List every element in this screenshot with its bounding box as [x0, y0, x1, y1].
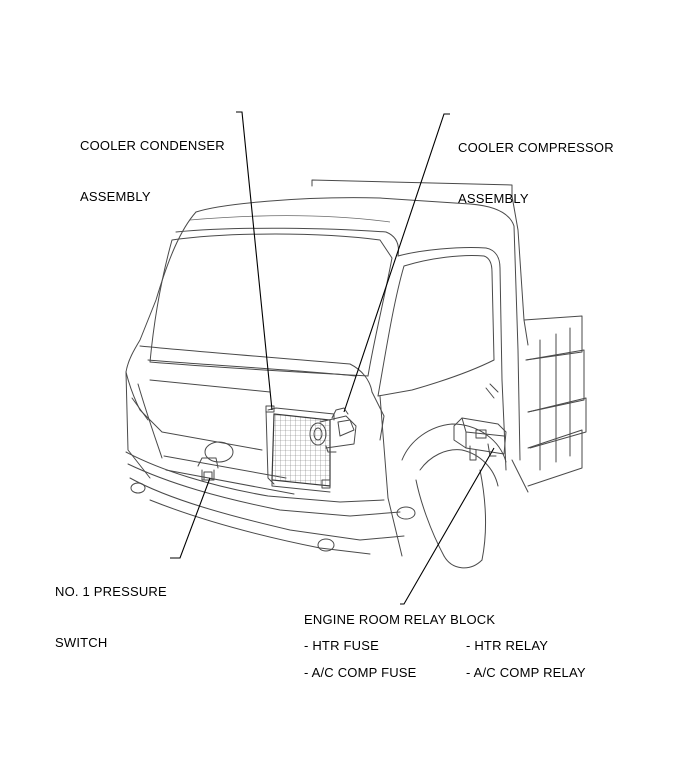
compressor-label-line1: COOLER COMPRESSOR	[458, 140, 614, 155]
pressure-switch-leader	[170, 477, 211, 559]
relay-block-leader	[400, 447, 495, 605]
pressure-switch-graphic	[197, 441, 234, 481]
cargo-bed	[311, 179, 587, 493]
pressure-switch-label-line1: NO. 1 PRESSURE	[55, 584, 167, 599]
relay-block-item-ac-comp-fuse: - A/C COMP FUSE	[304, 665, 417, 680]
leader-lines	[170, 111, 495, 605]
relay-block-item-htr-fuse: - HTR FUSE	[304, 638, 379, 653]
pressure-switch-label-line2: SWITCH	[55, 635, 108, 650]
truck-cab	[125, 197, 521, 569]
condenser-label: COOLER CONDENSER ASSEMBLY	[80, 103, 225, 222]
condenser-label-line1: COOLER CONDENSER	[80, 138, 225, 153]
compressor-graphic	[309, 407, 357, 453]
compressor-label-line2: ASSEMBLY	[458, 191, 529, 206]
relay-block-item-htr-relay: - HTR RELAY	[466, 638, 549, 653]
compressor-leader	[343, 113, 450, 413]
relay-block-item-ac-comp-relay: - A/C COMP RELAY	[466, 665, 586, 680]
condenser-label-line2: ASSEMBLY	[80, 189, 151, 204]
relay-block-title: ENGINE ROOM RELAY BLOCK	[304, 612, 496, 627]
pressure-switch-label: NO. 1 PRESSURE SWITCH	[55, 549, 167, 668]
condenser-graphic	[265, 405, 335, 493]
condenser-leader	[236, 111, 273, 411]
compressor-label: COOLER COMPRESSOR ASSEMBLY	[458, 105, 614, 224]
